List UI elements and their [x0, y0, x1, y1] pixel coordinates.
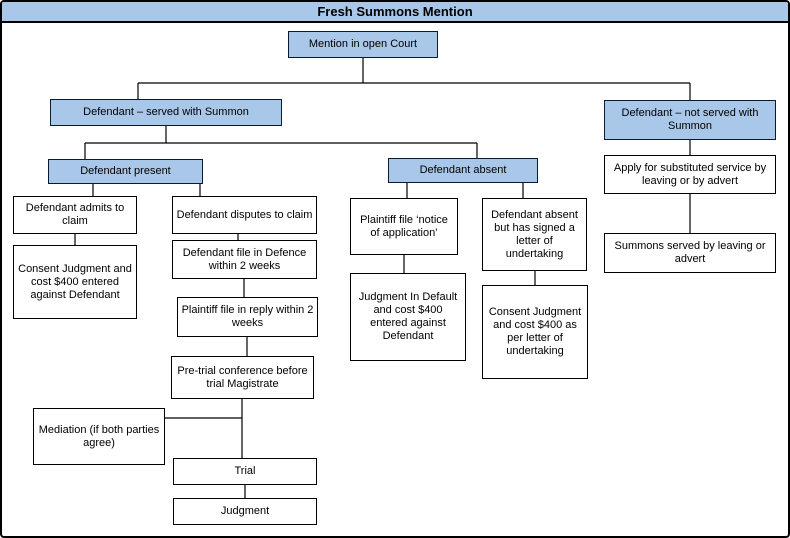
- node-plaintiff-reply-2-weeks: Plaintiff file in reply within 2 weeks: [177, 297, 318, 337]
- node-defendant-present: Defendant present: [48, 159, 203, 184]
- node-judgment-in-default: Judgment In Default and cost $400 entere…: [350, 273, 466, 361]
- node-notice-of-application: Plaintiff file ‘notice of application’: [350, 198, 458, 255]
- node-letter-of-undertaking: Defendant absent but has signed a letter…: [482, 198, 587, 271]
- node-judgment: Judgment: [173, 498, 317, 525]
- node-defendant-absent: Defendant absent: [388, 158, 538, 183]
- node-defendant-not-served: Defendant – not served with Summon: [604, 100, 776, 140]
- node-defendant-served: Defendant – served with Summon: [50, 99, 282, 126]
- node-apply-substituted-service: Apply for substituted service by leaving…: [604, 155, 776, 194]
- node-pretrial-conference: Pre-trial conference before trial Magist…: [171, 356, 314, 399]
- node-defendant-disputes-claim: Defendant disputes to claim: [172, 196, 317, 234]
- node-file-defence-2-weeks: Defendant file in Defence within 2 weeks: [172, 240, 317, 279]
- diagram-title: Fresh Summons Mention: [2, 2, 788, 23]
- node-trial: Trial: [173, 458, 317, 485]
- node-consent-judgment-undertaking: Consent Judgment and cost $400 as per le…: [482, 285, 588, 379]
- node-mention-in-open-court: Mention in open Court: [288, 31, 438, 58]
- node-summons-served: Summons served by leaving or advert: [604, 233, 776, 273]
- node-defendant-admits-claim: Defendant admits to claim: [13, 196, 137, 234]
- node-mediation: Mediation (if both parties agree): [33, 408, 165, 465]
- node-consent-judgment-cost-400: Consent Judgment and cost $400 entered a…: [13, 245, 137, 319]
